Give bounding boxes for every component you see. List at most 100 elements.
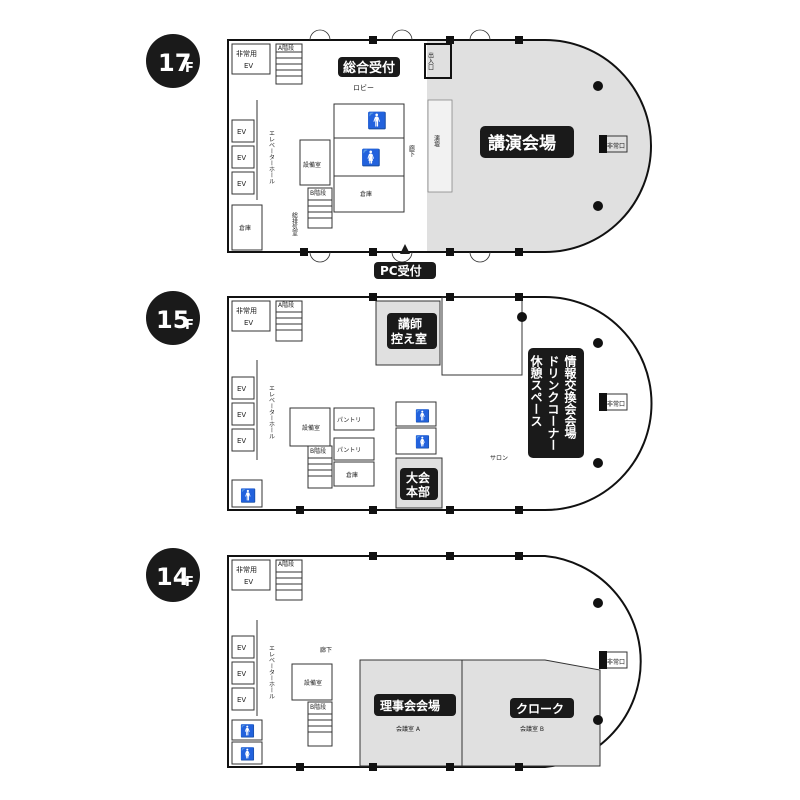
stairs-b-15f: B階段	[307, 445, 333, 489]
floor-badge-17f-number: 17	[158, 49, 191, 77]
lecture-hall-label-box	[480, 126, 574, 158]
center-block-17f	[333, 103, 405, 213]
exit-box	[424, 43, 452, 79]
ev-hall-label: エレベーターホール	[268, 130, 275, 184]
svg-text:A階段: A階段	[278, 301, 294, 309]
ev-label-3: EV	[237, 180, 246, 188]
floor-14f: 14 F 非常用 EV A階段 EV EV EV エレベーターホール 🚹 🚺 廊…	[146, 548, 642, 771]
svg-text:B階段: B階段	[310, 447, 326, 455]
svg-text:A階段: A階段	[278, 560, 294, 568]
svg-text:EV: EV	[237, 670, 246, 678]
podium-box	[427, 99, 453, 193]
cloakroom-label-box	[510, 698, 574, 718]
pc-reception-label: PC受付	[380, 263, 422, 278]
storage-left-label: 倉庫	[239, 224, 251, 232]
ev-box-3	[231, 171, 255, 195]
floor-17f: 17 F 非常用 EV EV EV EV エレベーターホール 倉庫 A階段	[146, 29, 652, 279]
floor-badge-15f-suffix: F	[185, 318, 194, 333]
cloakroom-label: クローク	[516, 702, 564, 716]
svg-text:控え室: 控え室	[391, 331, 427, 346]
floor-badge-14f-suffix: F	[185, 575, 194, 590]
floor-badge-17f-suffix: F	[185, 61, 194, 76]
svg-text:講師: 講師	[398, 316, 422, 331]
board-meeting-label: 理事会会場	[380, 698, 440, 713]
svg-text:EV: EV	[237, 437, 246, 445]
exit-label: 出入口	[427, 51, 434, 71]
svg-text:設備室: 設備室	[302, 424, 320, 432]
floor-15f: 15 F 非常用 EV A階段 EV EV EV エレベーターホール 🚹 設備室…	[146, 291, 653, 514]
svg-text:EV: EV	[244, 319, 253, 327]
ev-label-2: EV	[237, 154, 246, 162]
outer-wall-15f	[227, 296, 653, 511]
corridor-label-14f: 廊下	[320, 646, 332, 654]
room-a-label: 会議室 A	[396, 725, 421, 733]
ev-box-1	[231, 119, 255, 143]
svg-text:EV: EV	[237, 411, 246, 419]
svg-text:🚹: 🚹	[240, 724, 255, 738]
hq-label-box	[400, 468, 438, 500]
storage-center-label: 倉庫	[360, 190, 372, 198]
emergency-ev-box-15f	[231, 300, 271, 332]
podium-label: 演壇	[433, 134, 440, 148]
svg-text:非常口: 非常口	[607, 658, 625, 666]
svg-text:設備室: 設備室	[304, 679, 322, 687]
svg-text:倉庫: 倉庫	[346, 471, 358, 479]
svg-text:ドリンクコーナー: ドリンクコーナー	[546, 355, 560, 451]
restroom-icon-1: 🚹	[367, 111, 387, 130]
lobby-label: ロビー	[353, 83, 374, 92]
board-meeting-label-box	[374, 694, 456, 716]
svg-text:本部: 本部	[406, 484, 430, 499]
emergency-ev-label-2: EV	[244, 62, 253, 70]
floor-badge-14f: 14 F	[146, 548, 200, 602]
floor-badge-17f: 17 F	[146, 34, 200, 88]
pc-reception-label-box	[374, 262, 436, 279]
ev-box-2	[231, 145, 255, 169]
restroom-icon-15f: 🚹	[240, 488, 256, 504]
stairs-a-15f: A階段	[275, 300, 303, 342]
stairs-b-14f: B階段	[307, 701, 333, 747]
exchange-label-box	[528, 348, 584, 458]
floor-badge-14f-number: 14	[156, 563, 189, 591]
svg-text:EV: EV	[237, 385, 246, 393]
emergency-exit-label-17f: 非常口	[607, 142, 625, 150]
svg-text:A階段: A階段	[278, 44, 294, 52]
equipment-room-box	[299, 139, 331, 186]
emergency-ev-box	[231, 43, 271, 75]
svg-text:パントリ: パントリ	[337, 417, 361, 424]
salon-label: サロン	[490, 455, 508, 462]
svg-text:休憩スペース: 休憩スペース	[529, 354, 543, 427]
svg-text:非常口: 非常口	[607, 400, 625, 408]
svg-text:情報交換会会場: 情報交換会会場	[563, 354, 577, 440]
svg-text:🚺: 🚺	[240, 747, 255, 761]
svg-text:エレベーターホール: エレベーターホール	[268, 385, 275, 439]
floor-badge-15f-number: 15	[156, 306, 189, 334]
restroom-icon-2: 🚺	[361, 148, 381, 167]
svg-text:大会: 大会	[406, 470, 431, 485]
lecture-hall-label: 講演会場	[488, 133, 556, 154]
svg-text:エレベーターホール: エレベーターホール	[268, 645, 275, 699]
svg-text:B階段: B階段	[310, 189, 326, 197]
svg-text:EV: EV	[237, 696, 246, 704]
exhaust-room-label: 総排気室	[291, 211, 298, 236]
stairs-a-17f: A階段	[275, 43, 303, 85]
floor-badge-15f: 15 F	[146, 291, 200, 345]
stairs-a-14f: A階段	[275, 559, 303, 601]
outer-wall-17f	[227, 39, 652, 253]
ev-label-1: EV	[237, 128, 246, 136]
svg-text:EV: EV	[244, 578, 253, 586]
stairs-b-17f: B階段	[307, 187, 333, 229]
emergency-ev-label: 非常用	[236, 49, 257, 58]
svg-text:B階段: B階段	[310, 703, 326, 711]
storage-left-box	[231, 204, 263, 251]
reception-label: 総合受付	[343, 60, 395, 76]
svg-text:パントリ: パントリ	[337, 447, 361, 454]
equipment-room-label: 設備室	[303, 161, 321, 169]
reception-label-box	[338, 57, 400, 77]
svg-text:非常用: 非常用	[236, 306, 257, 315]
speaker-room-label-box	[387, 313, 437, 349]
room-b-label: 会議室 B	[520, 725, 544, 733]
svg-text:非常用: 非常用	[236, 565, 257, 574]
svg-text:🚹: 🚹	[415, 409, 430, 423]
svg-text:EV: EV	[237, 644, 246, 652]
